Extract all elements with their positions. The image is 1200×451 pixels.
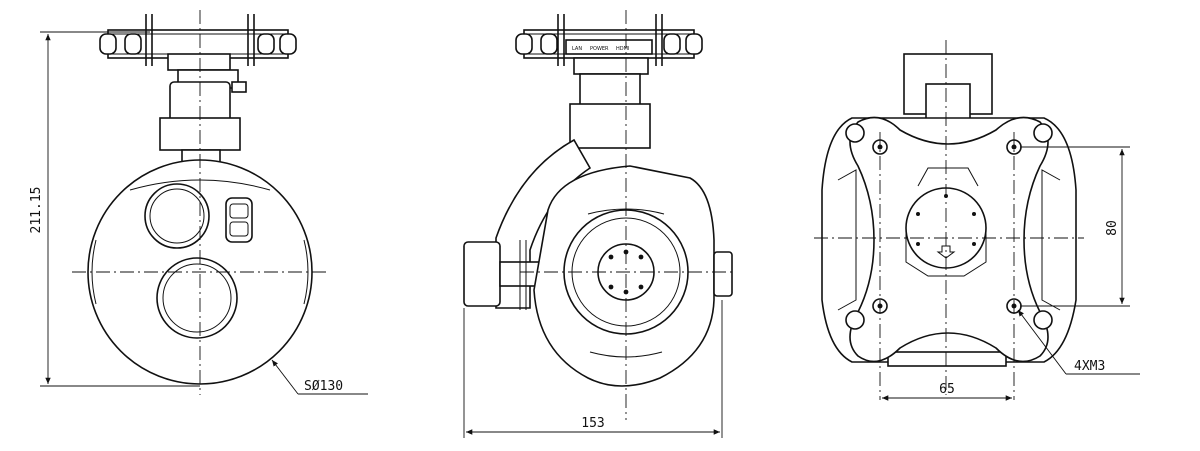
screw-spec-callout: 4XM3 — [1017, 309, 1140, 375]
side-yaw-body — [569, 73, 651, 149]
width-dimension-label: 153 — [581, 416, 604, 431]
sphere-diameter-callout: SØ130 — [271, 359, 368, 395]
height-dimension-label: 211.15 — [29, 187, 44, 234]
hole-spacing-horizontal-label: 65 — [939, 382, 955, 397]
side-view: LAN POWER HDMI — [463, 10, 736, 438]
side-camera-head — [533, 165, 733, 387]
side-mount-plate: LAN POWER HDMI — [515, 14, 703, 75]
front-view: 211.15 SØ130 — [29, 10, 368, 395]
hole-spacing-vertical-dimension: 80 — [1020, 146, 1130, 307]
front-mount-plate — [99, 14, 297, 93]
hdmi-port-label: HDMI — [616, 46, 629, 52]
lan-port-label: LAN — [572, 46, 582, 52]
power-port-label: POWER — [590, 46, 609, 52]
width-dimension: 153 — [463, 300, 723, 438]
top-view: 80 65 4XM3 — [814, 40, 1140, 401]
hole-spacing-vertical-label: 80 — [1105, 220, 1120, 236]
sphere-diameter-label: SØ130 — [304, 379, 343, 394]
hole-spacing-horizontal-dimension: 65 — [882, 382, 1012, 401]
top-view-mount-plate — [845, 116, 1053, 363]
screw-spec-label: 4XM3 — [1074, 359, 1105, 374]
height-dimension: 211.15 — [29, 31, 200, 387]
